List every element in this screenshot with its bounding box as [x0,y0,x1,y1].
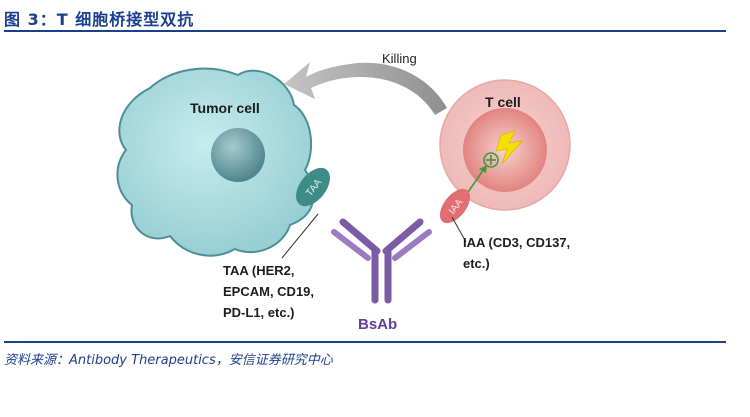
iaa-receptor: IAA [439,188,471,224]
tumor-cell-label: Tumor cell [190,100,260,116]
figure-title: 图 3：T 细胞桥接型双抗 [4,10,195,29]
signal-arrow [465,168,485,196]
taa-caption-line: PD-L1, etc.) [223,305,295,320]
iaa-leader-line [451,216,467,243]
iaa-caption-line: IAA (CD3, CD137, [463,235,570,250]
tumor-nucleus [211,128,265,182]
signal-arrowhead [479,165,487,173]
activation-bolt-icon [495,130,524,165]
activation-plus-icon [483,152,499,168]
figure-title-bar: 图 3：T 细胞桥接型双抗 [4,6,726,32]
killing-label: Killing [382,51,417,66]
taa-receptor: TAA [296,167,330,207]
t-cell-inner [463,108,547,192]
iaa-caption: IAA (CD3, CD137, etc.) [463,235,574,271]
killing-arrow [284,62,447,115]
iaa-caption-line: etc.) [463,256,490,271]
taa-caption-line: TAA (HER2, [223,263,295,278]
taa-caption-line: EPCAM, CD19, [223,284,314,299]
bsab-antibody [331,218,432,304]
figure-source-bar: 资料来源：Antibody Therapeutics，安信证券研究中心 [4,341,726,373]
t-cell-label: T cell [485,94,521,110]
figure-source: 资料来源：Antibody Therapeutics，安信证券研究中心 [4,353,333,368]
bsab-label: BsAb [358,316,397,333]
taa-caption: TAA (HER2, EPCAM, CD19, PD-L1, etc.) [223,263,318,320]
taa-leader-line [281,213,319,259]
